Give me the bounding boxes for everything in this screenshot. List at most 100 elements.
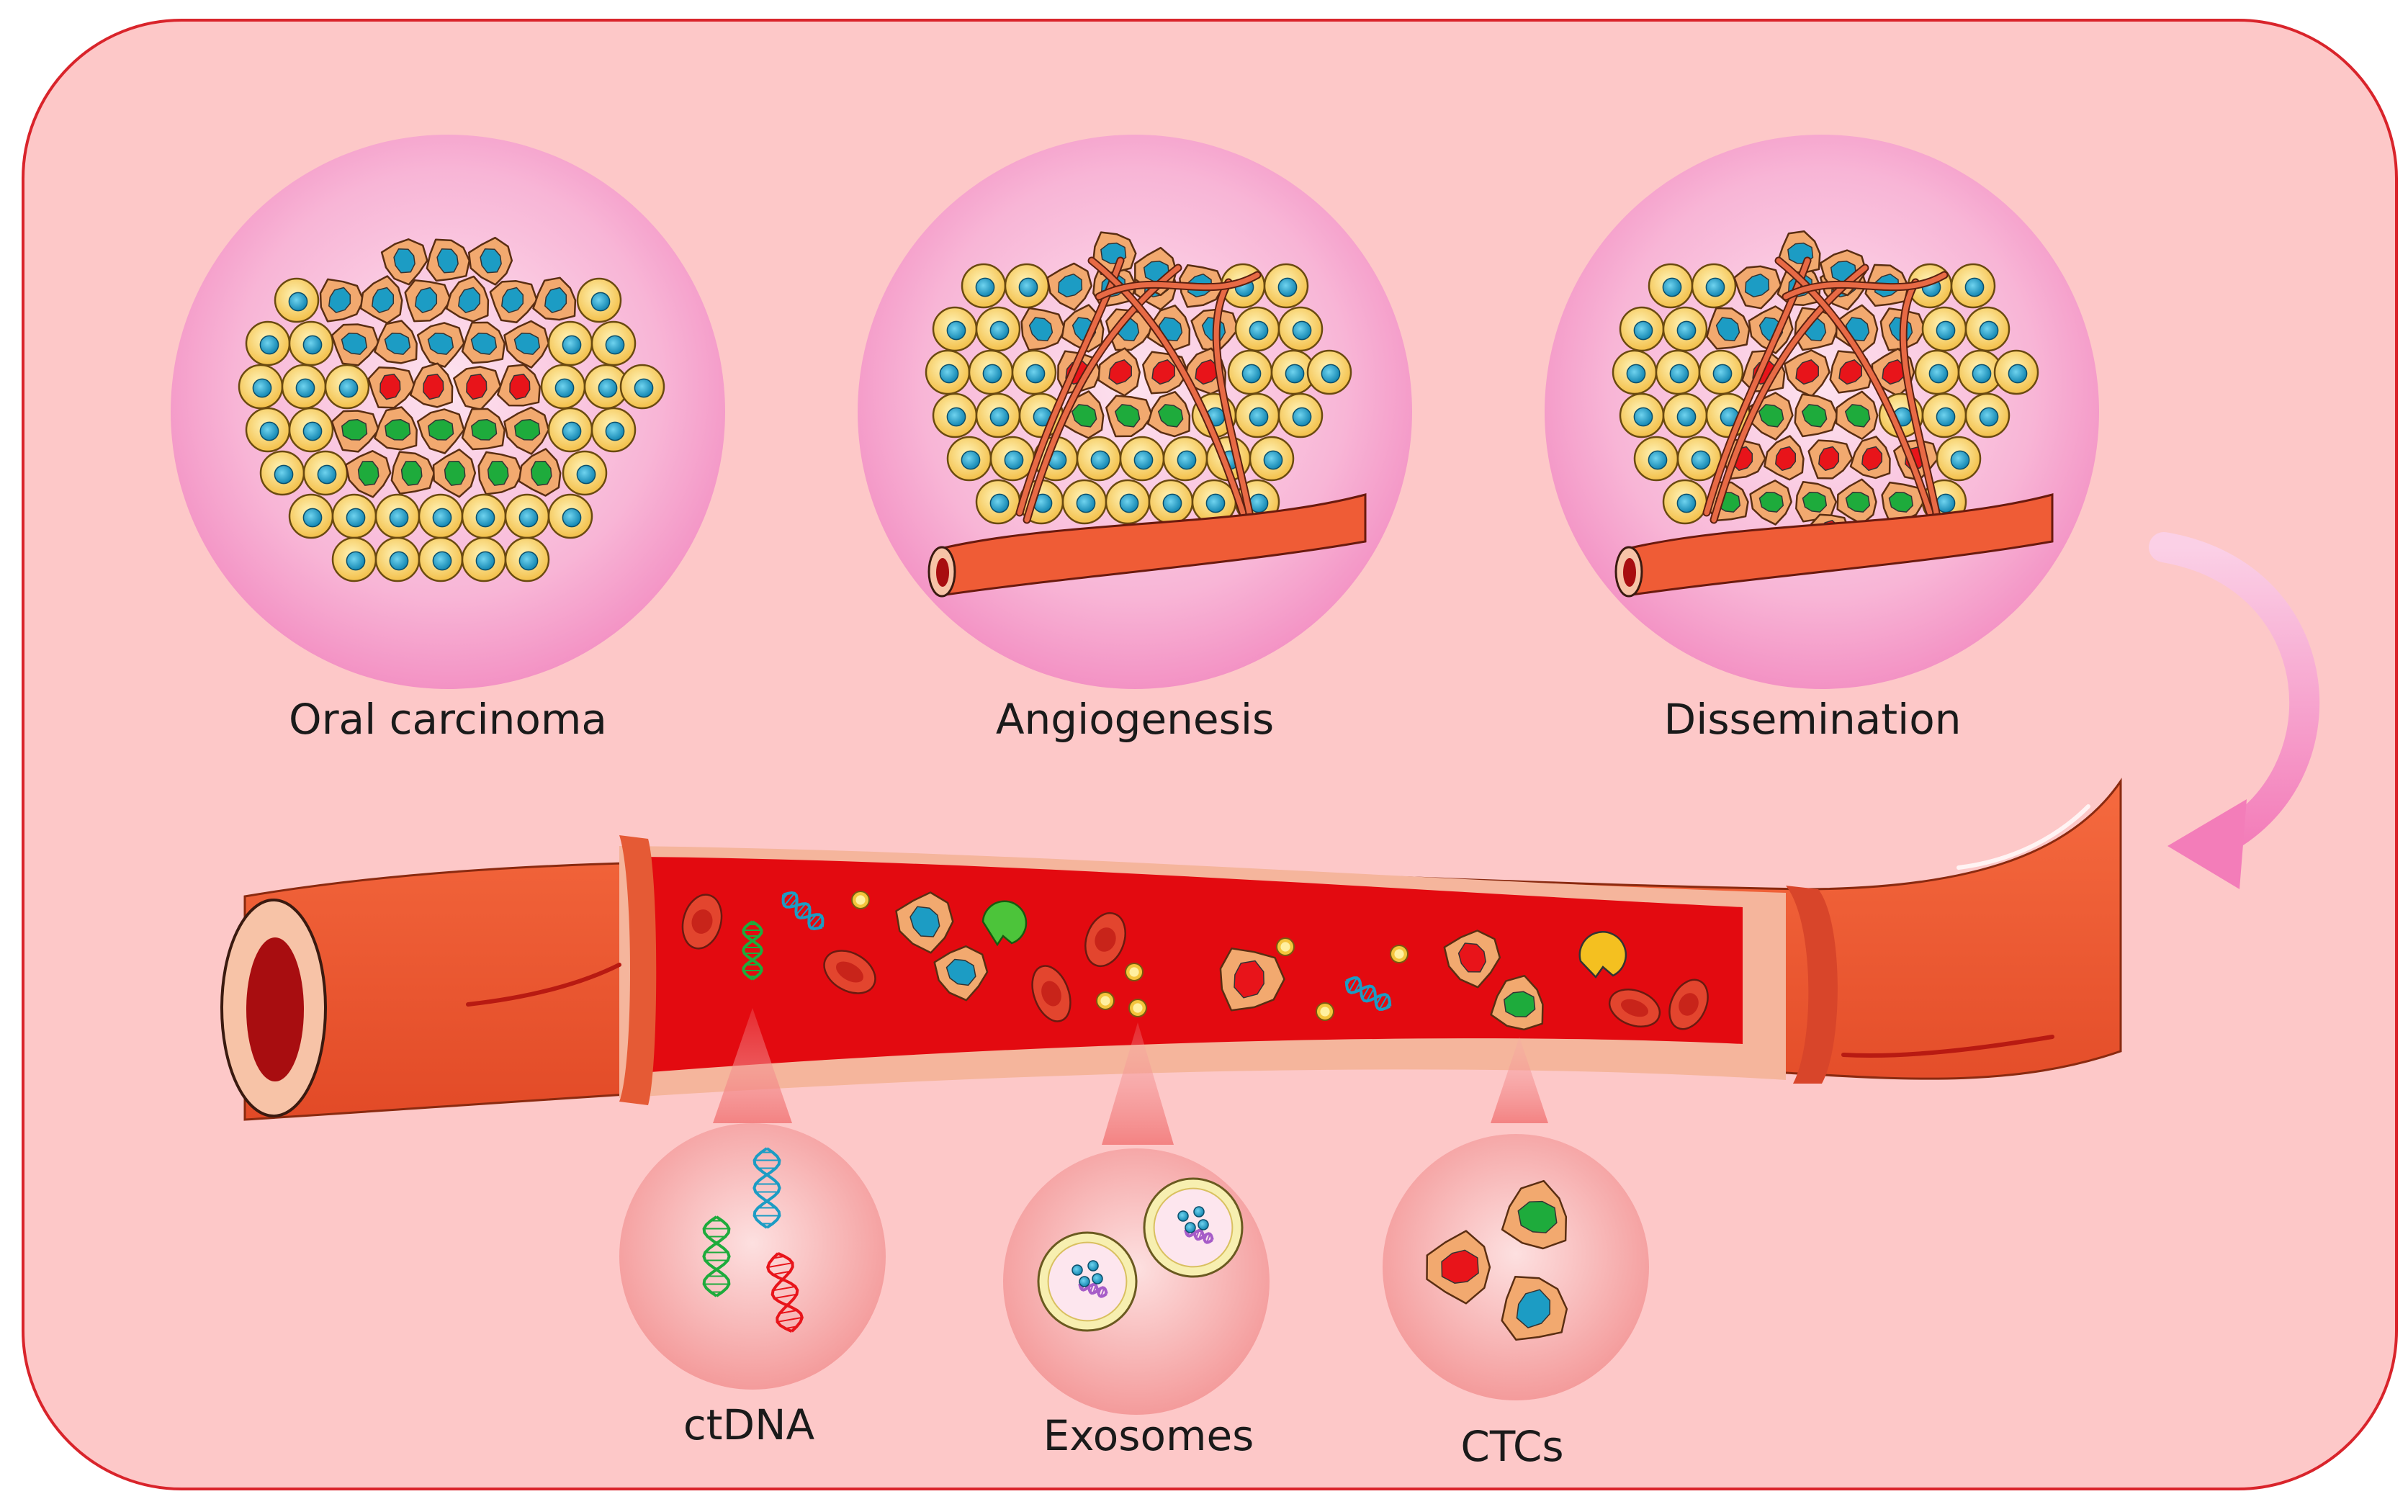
- normal-cell: [1936, 436, 1982, 482]
- tumor-cell: [1795, 481, 1838, 523]
- normal-cell: [1648, 263, 1694, 309]
- normal-cell: [932, 392, 978, 438]
- dna-icon: [766, 1252, 804, 1333]
- normal-cell: [238, 364, 284, 410]
- exosome-vesicle: [1037, 1231, 1138, 1332]
- normal-cell: [288, 407, 334, 453]
- capillaries: [1015, 256, 1262, 524]
- apoptotic-cell: [981, 900, 1028, 947]
- normal-cell: [590, 407, 637, 453]
- tumor-cell: [1020, 307, 1066, 351]
- normal-cell: [576, 277, 622, 323]
- tumor-cell: [496, 364, 541, 407]
- normal-cell: [504, 536, 550, 582]
- tumor-cell: [1046, 262, 1093, 311]
- exosome: [851, 891, 870, 909]
- normal-cell: [461, 536, 507, 582]
- normal-cell: [1105, 479, 1151, 525]
- normal-cell: [245, 320, 291, 366]
- exosome: [1276, 937, 1295, 956]
- tumor-cell: [1146, 391, 1191, 438]
- normal-cell: [590, 320, 637, 366]
- tumor-vessel: [927, 493, 1367, 598]
- normal-cell: [547, 407, 593, 453]
- normal-cell: [374, 536, 421, 582]
- tumor-cell: [1733, 265, 1782, 310]
- normal-cell: [1191, 479, 1237, 525]
- zoom-beams: [713, 1008, 1548, 1145]
- tumor-cell: [380, 238, 428, 286]
- normal-cell: [975, 306, 1021, 352]
- dna-icon: [781, 891, 825, 930]
- tumor-cell: [409, 362, 454, 408]
- tumor-cell: [374, 320, 418, 364]
- exosome: [1096, 991, 1115, 1010]
- normal-cell: [1076, 436, 1122, 482]
- tumor-cell: [503, 320, 550, 369]
- normal-cell: [1662, 479, 1708, 525]
- tumor-cell: [374, 406, 418, 451]
- dna-icon: [702, 1215, 731, 1297]
- exosome-vesicle: [1143, 1177, 1244, 1278]
- normal-cell: [1964, 392, 2011, 438]
- normal-cell: [961, 263, 1007, 309]
- tumor-cell: [461, 321, 506, 364]
- normal-cell: [1662, 306, 1708, 352]
- red-blood-cell: [681, 894, 723, 950]
- tumor-cell: [453, 366, 502, 410]
- tumor-cell: [489, 280, 538, 323]
- stage-label-oral-carcinoma: Oral carcinoma: [289, 695, 607, 744]
- biomarker-circle: [619, 1123, 886, 1390]
- normal-cell: [1633, 436, 1679, 482]
- tumor-cell: [477, 451, 524, 495]
- biomarker-label-exosomes: Exosomes: [1043, 1411, 1254, 1460]
- normal-cell: [925, 349, 971, 395]
- normal-cell: [1306, 349, 1352, 395]
- normal-cell: [461, 493, 507, 539]
- tumor-cell: [1749, 480, 1792, 526]
- blood-contents: [681, 891, 1709, 1031]
- normal-cell: [1950, 263, 1996, 309]
- exosome: [1125, 963, 1144, 981]
- normal-cell: [418, 536, 464, 582]
- tumor-cell: [467, 236, 513, 286]
- biomarker-label-ctdna: ctDNA: [683, 1400, 815, 1449]
- normal-cell: [1698, 349, 1744, 395]
- apoptotic-cell: [1578, 931, 1627, 978]
- normal-cell: [1921, 392, 1967, 438]
- tumor-cell: [1706, 307, 1751, 350]
- normal-cell: [1957, 349, 2003, 395]
- normal-cell: [1277, 392, 1324, 438]
- tumor-cell: [432, 449, 477, 498]
- normal-cell: [619, 364, 665, 410]
- normal-cell: [1249, 436, 1295, 482]
- tumor-cell: [1784, 349, 1830, 397]
- normal-cell: [331, 536, 377, 582]
- exosome: [1390, 945, 1409, 963]
- tumor-cell: [1426, 1230, 1491, 1305]
- tumor-cell: [1490, 974, 1544, 1031]
- tumor-cell: [461, 408, 506, 451]
- normal-cell: [1619, 392, 1665, 438]
- normal-cell: [1691, 263, 1737, 309]
- tumor-cell: [404, 279, 452, 323]
- normal-cell: [1148, 479, 1194, 525]
- tumor-cell: [1501, 1276, 1568, 1341]
- tumor-cell: [390, 451, 436, 495]
- normal-cell: [374, 493, 421, 539]
- biomarker-circles: [619, 1123, 1649, 1415]
- biomarker-circle: [1383, 1134, 1649, 1400]
- red-blood-cell: [1084, 912, 1126, 968]
- exosome: [1316, 1002, 1334, 1021]
- normal-cell: [583, 364, 629, 410]
- stage-circles: [171, 135, 2099, 689]
- normal-cell: [1662, 392, 1708, 438]
- tumor-cell: [1849, 436, 1891, 480]
- tumor-cell: [1443, 930, 1501, 989]
- normal-cell: [1921, 306, 1967, 352]
- tumor-cell: [1501, 1179, 1568, 1250]
- stage-label-angiogenesis: Angiogenesis: [995, 695, 1275, 744]
- exosome: [1128, 999, 1147, 1017]
- tumor-cell: [1097, 347, 1141, 397]
- tumor-cell: [445, 275, 490, 323]
